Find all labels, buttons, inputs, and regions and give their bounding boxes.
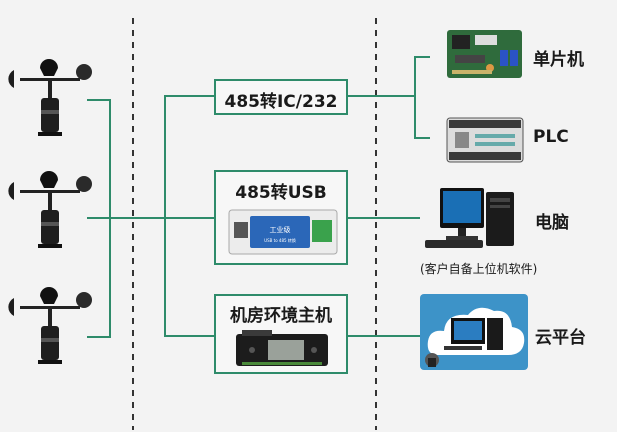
connection-lines-left xyxy=(87,95,214,338)
device-label-mcu: 单片机 xyxy=(533,50,584,70)
device-label-cloud: 云平台 xyxy=(535,328,586,348)
connection-lines-right xyxy=(348,56,430,337)
converter-box-rs485-usb: 485转USB 工业级 USB to 485 转换 xyxy=(214,170,348,265)
converter-box-rs485-ic232: 485转IC/232 xyxy=(214,79,348,115)
client-software-note: (客户自备上位机软件) xyxy=(420,262,538,276)
usb-device-brand: 工业级 xyxy=(270,225,291,234)
converter-label-rs485-ic232: 485转IC/232 xyxy=(224,92,338,112)
converter-label-rs485-usb: 485转USB xyxy=(235,183,327,203)
anemometer-icon xyxy=(8,287,92,364)
anemometer-icon xyxy=(8,59,92,136)
cloud-platform-icon xyxy=(420,294,528,370)
anemometer-icon xyxy=(8,171,92,248)
mcu-board-icon xyxy=(447,30,522,78)
environment-host-device-icon xyxy=(236,330,328,366)
converter-label-env-host: 机房环境主机 xyxy=(230,306,332,326)
usb-converter-device-icon: 工业级 USB to 485 转换 xyxy=(228,209,338,255)
computer-icon xyxy=(425,188,514,248)
device-label-computer: 电脑 xyxy=(535,213,569,233)
plc-icon xyxy=(446,117,524,163)
usb-device-model: USB to 485 转换 xyxy=(264,237,296,243)
converter-box-env-host: 机房环境主机 xyxy=(214,294,348,374)
device-label-plc: PLC xyxy=(533,127,569,147)
